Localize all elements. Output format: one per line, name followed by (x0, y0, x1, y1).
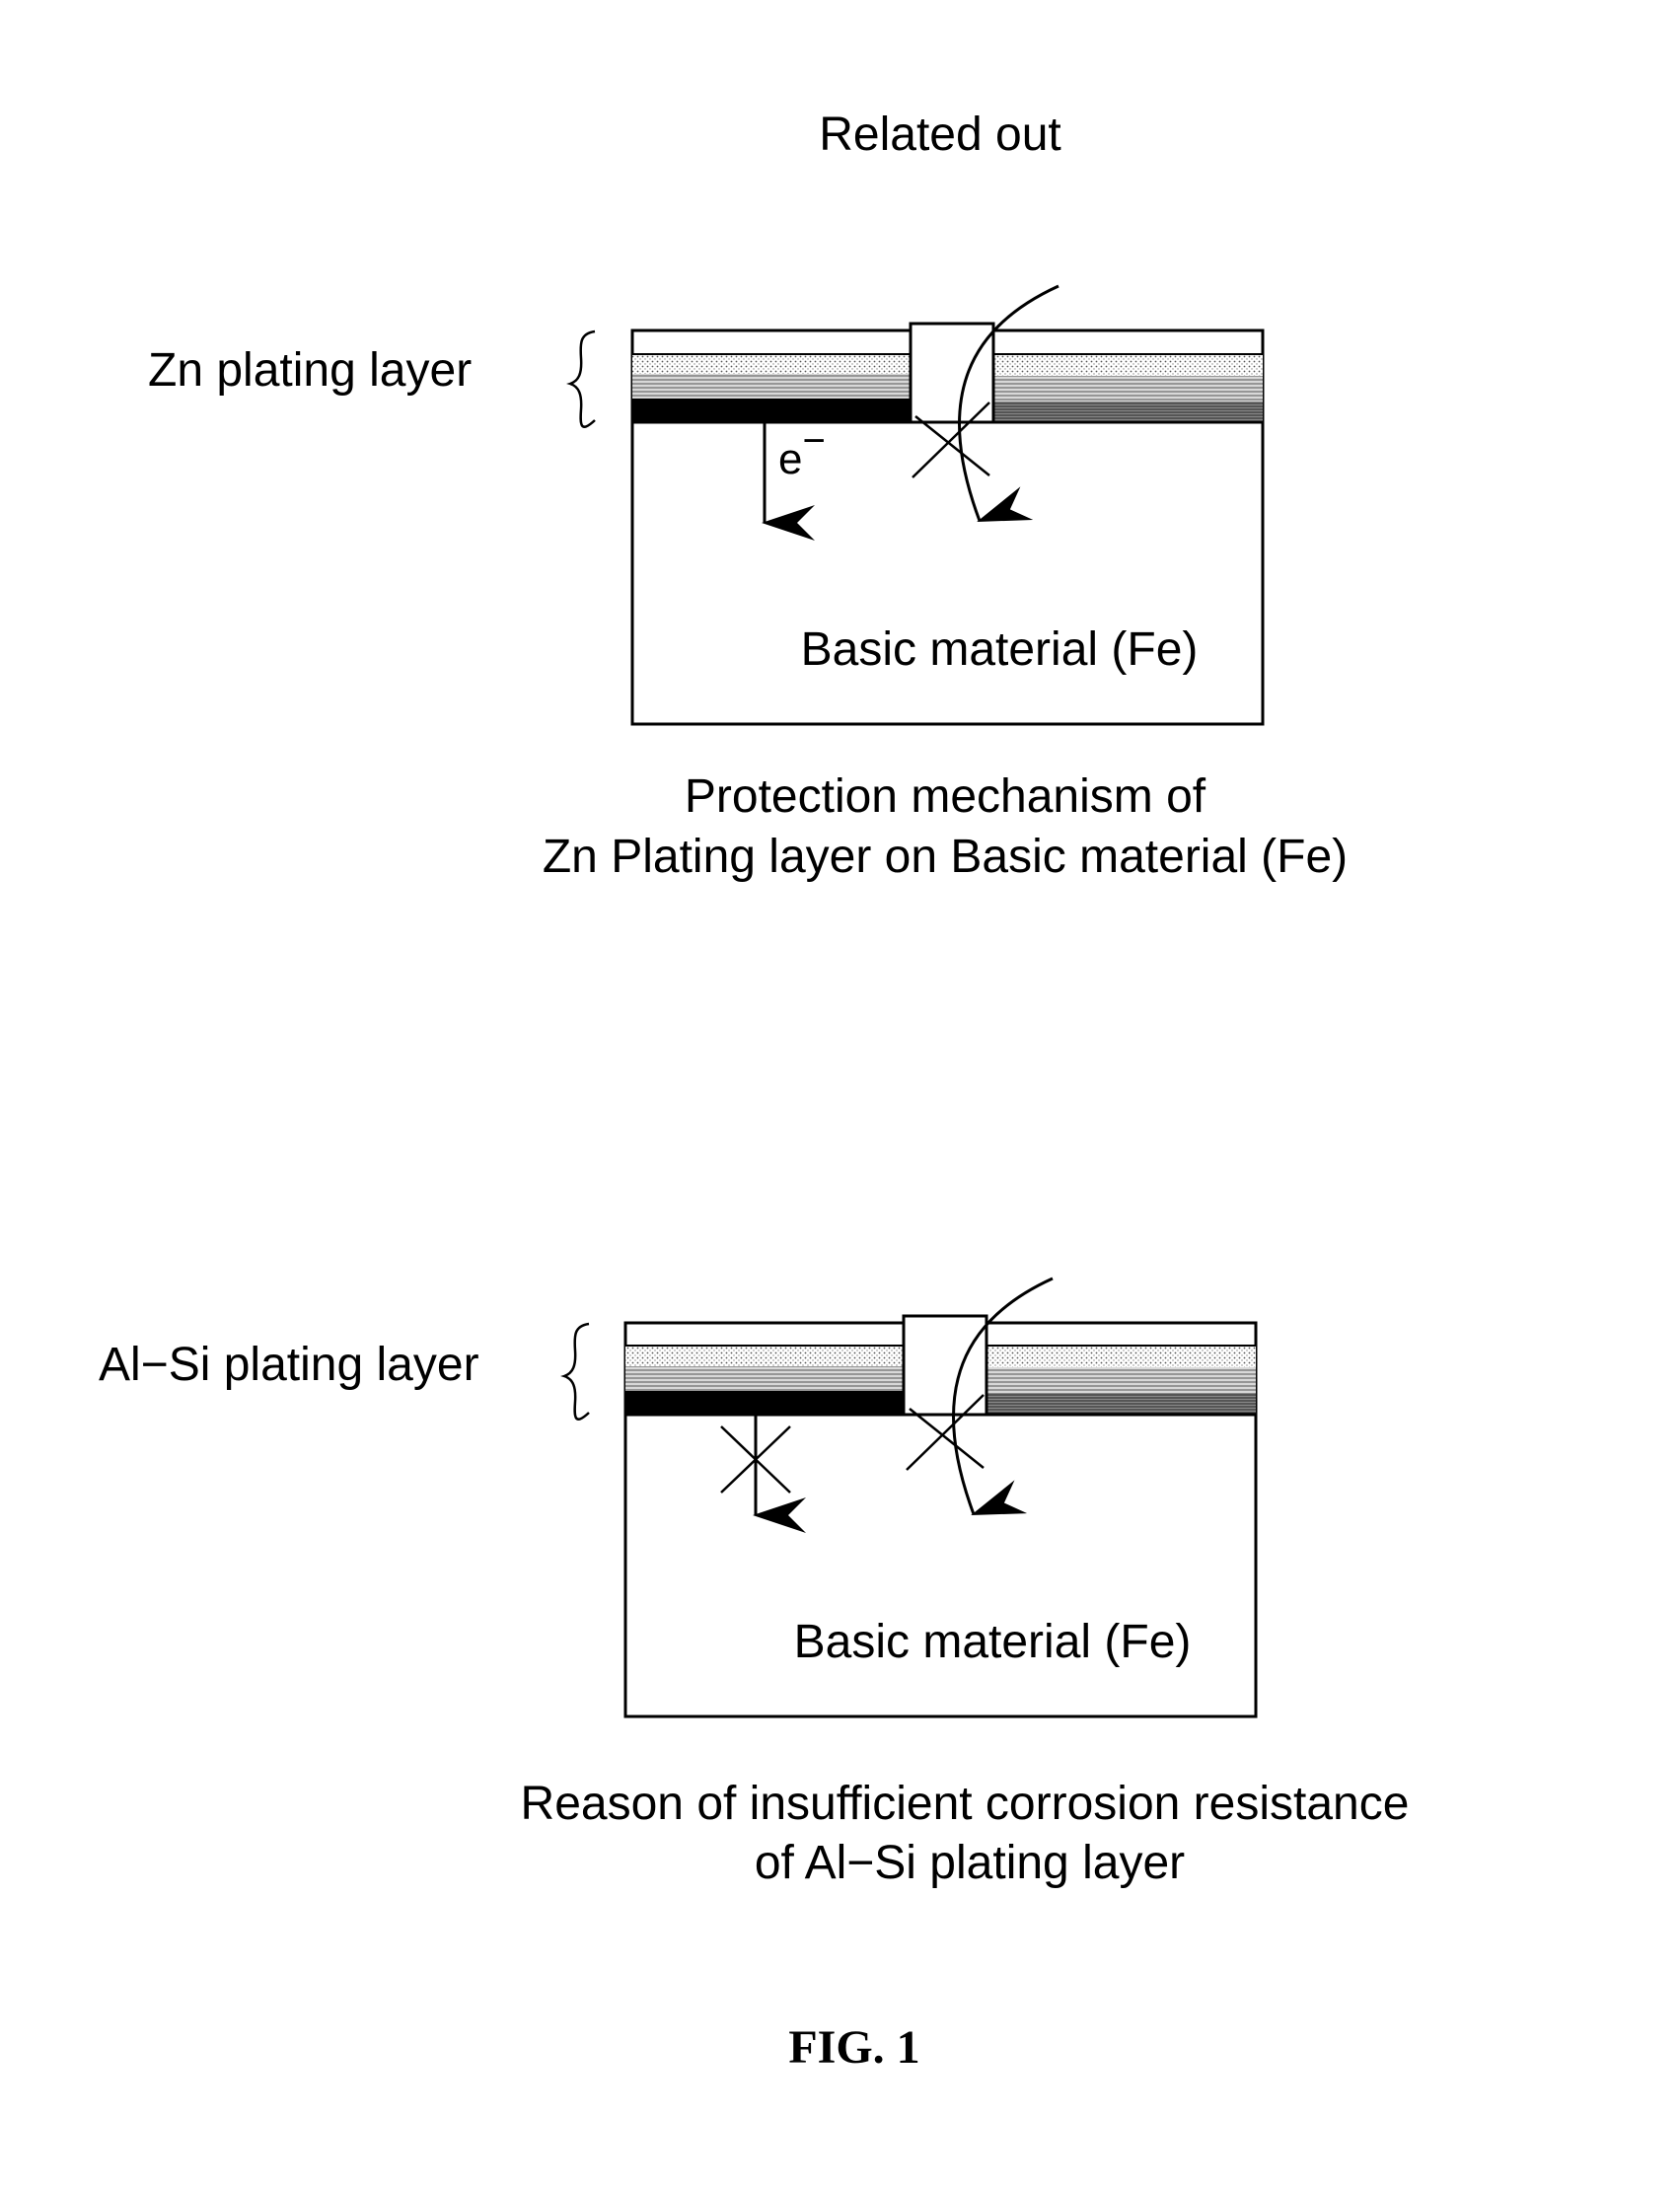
alsi-caption-line2: of Al−Si plating layer (755, 1837, 1185, 1889)
zn-caption-line2: Zn Plating layer on Basic material (Fe) (543, 831, 1348, 883)
alsi-caption-line1: Reason of insufficient corrosion resista… (521, 1778, 1410, 1830)
alsi-substrate-label: Basic material (Fe) (794, 1616, 1192, 1668)
zn-caption-line1: Protection mechanism of (685, 770, 1206, 823)
zn-layer-label: Zn plating layer (148, 344, 472, 397)
alsi-layer-label: Al−Si plating layer (99, 1339, 479, 1391)
alsi-plating-layers-left (625, 1346, 904, 1415)
zn-substrate-label: Basic material (Fe) (801, 623, 1199, 676)
zn-plating-layers-right (993, 354, 1263, 422)
page-title: Related out (819, 109, 1061, 161)
figure-label: FIG. 1 (788, 2021, 919, 2074)
alsi-plating-layers-right (986, 1346, 1256, 1415)
brace-icon (564, 1324, 589, 1420)
zn-plating-layers-left (632, 354, 911, 422)
brace-icon (570, 331, 595, 427)
alsi-plating-diagram: Al−Si plating layer Basic mater (99, 1278, 1409, 1889)
alsi-defect-gap (904, 1316, 986, 1415)
zn-plating-diagram: Zn plating layer e− B (148, 286, 1348, 883)
zn-defect-gap (911, 324, 993, 422)
